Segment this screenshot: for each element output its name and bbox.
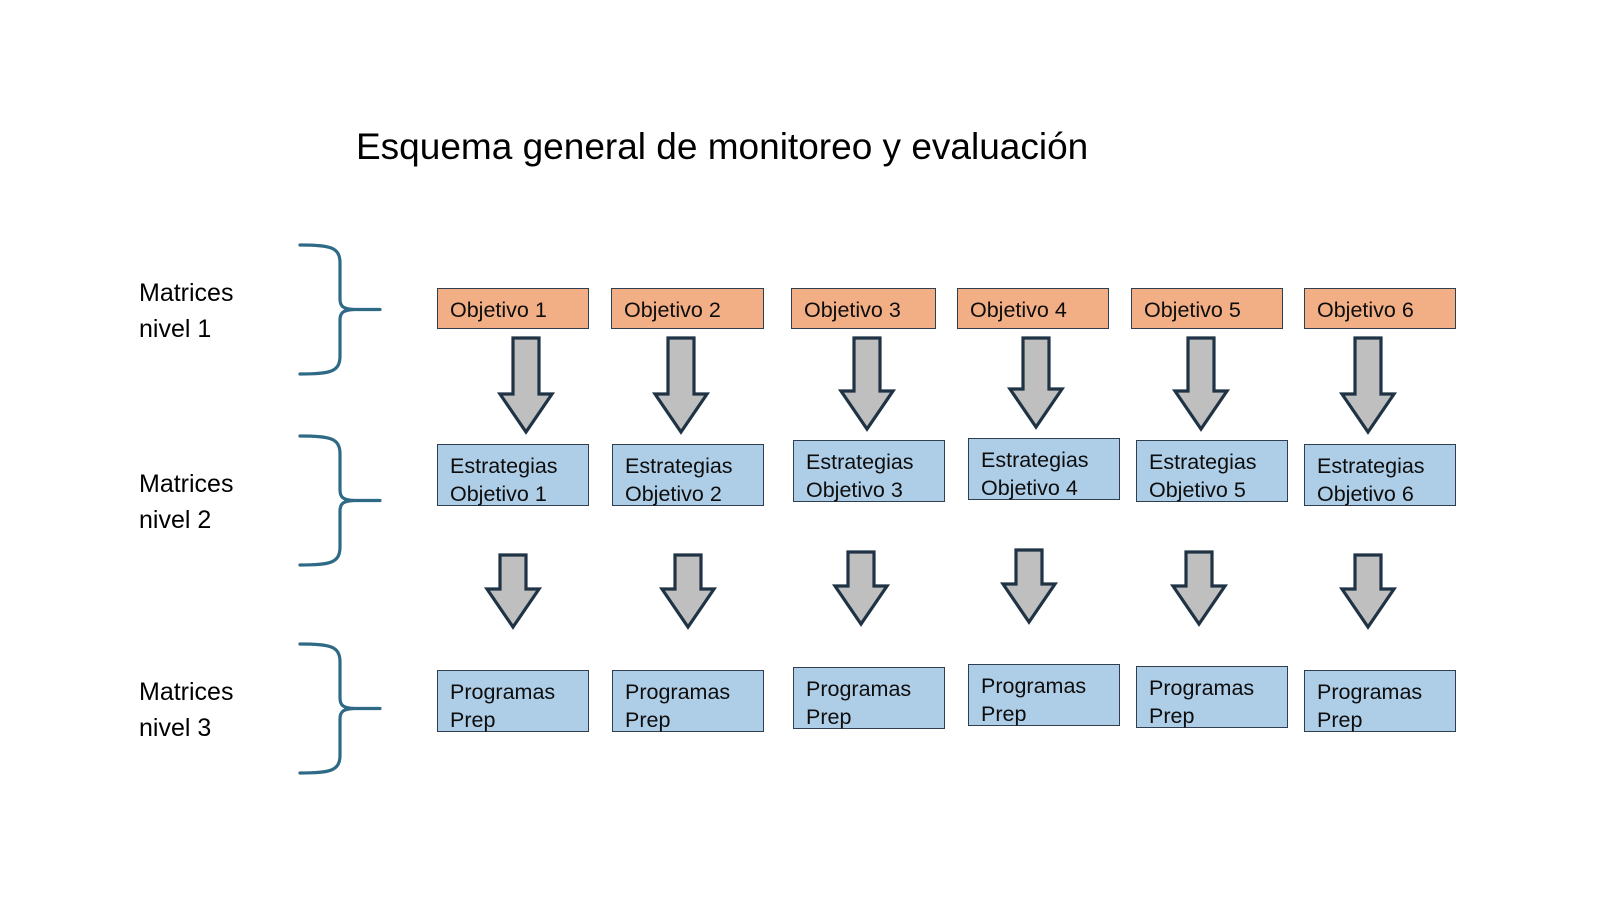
down-arrow-icon bbox=[496, 336, 556, 435]
node-label: Estrategias Objetivo 5 bbox=[1149, 450, 1257, 503]
node-programas-prep-6[interactable]: Programas Prep bbox=[1304, 670, 1456, 732]
node-label: Estrategias Objetivo 2 bbox=[625, 454, 733, 507]
node-label: Objetivo 6 bbox=[1317, 298, 1414, 322]
down-arrow-icon bbox=[1006, 336, 1066, 430]
node-objetivo-1[interactable]: Objetivo 1 bbox=[437, 288, 589, 329]
node-label: Objetivo 4 bbox=[970, 298, 1067, 322]
node-estrategias-objetivo-5[interactable]: Estrategias Objetivo 5 bbox=[1136, 440, 1288, 502]
curly-brace-icon-level-3 bbox=[296, 642, 382, 775]
node-estrategias-objetivo-4[interactable]: Estrategias Objetivo 4 bbox=[968, 438, 1120, 500]
node-programas-prep-3[interactable]: Programas Prep bbox=[793, 667, 945, 729]
node-programas-prep-5[interactable]: Programas Prep bbox=[1136, 666, 1288, 728]
node-objetivo-5[interactable]: Objetivo 5 bbox=[1131, 288, 1283, 329]
down-arrow-icon bbox=[651, 336, 711, 435]
node-estrategias-objetivo-3[interactable]: Estrategias Objetivo 3 bbox=[793, 440, 945, 502]
row-label-matrices-nivel-1: Matrices nivel 1 bbox=[139, 279, 234, 343]
curly-brace-icon-level-2 bbox=[296, 434, 382, 567]
down-arrow-icon bbox=[1338, 336, 1398, 435]
down-arrow-icon bbox=[831, 550, 891, 627]
node-programas-prep-2[interactable]: Programas Prep bbox=[612, 670, 764, 732]
node-label: Estrategias Objetivo 6 bbox=[1317, 454, 1425, 507]
curly-brace-icon-level-1 bbox=[296, 243, 382, 376]
node-objetivo-6[interactable]: Objetivo 6 bbox=[1304, 288, 1456, 329]
node-label: Programas Prep bbox=[806, 677, 912, 730]
node-programas-prep-4[interactable]: Programas Prep bbox=[968, 664, 1120, 726]
node-label: Objetivo 5 bbox=[1144, 298, 1241, 322]
node-label: Objetivo 2 bbox=[624, 298, 721, 322]
row-label-matrices-nivel-2: Matrices nivel 2 bbox=[139, 470, 234, 534]
node-label: Estrategias Objetivo 1 bbox=[450, 454, 558, 507]
node-label: Programas Prep bbox=[981, 674, 1087, 727]
node-objetivo-2[interactable]: Objetivo 2 bbox=[611, 288, 764, 329]
node-objetivo-4[interactable]: Objetivo 4 bbox=[957, 288, 1109, 329]
down-arrow-icon bbox=[1171, 336, 1231, 432]
down-arrow-icon bbox=[483, 553, 543, 630]
down-arrow-icon bbox=[999, 548, 1059, 625]
node-label: Objetivo 1 bbox=[450, 298, 547, 322]
node-label: Programas Prep bbox=[625, 680, 731, 733]
node-estrategias-objetivo-2[interactable]: Estrategias Objetivo 2 bbox=[612, 444, 764, 506]
node-label: Programas Prep bbox=[1317, 680, 1423, 733]
down-arrow-icon bbox=[658, 553, 718, 630]
down-arrow-icon bbox=[1338, 553, 1398, 630]
row-label-matrices-nivel-3: Matrices nivel 3 bbox=[139, 678, 234, 742]
down-arrow-icon bbox=[837, 336, 897, 432]
node-estrategias-objetivo-1[interactable]: Estrategias Objetivo 1 bbox=[437, 444, 589, 506]
node-programas-prep-1[interactable]: Programas Prep bbox=[437, 670, 589, 732]
node-label: Estrategias Objetivo 3 bbox=[806, 450, 914, 503]
node-estrategias-objetivo-6[interactable]: Estrategias Objetivo 6 bbox=[1304, 444, 1456, 506]
node-label: Objetivo 3 bbox=[804, 298, 901, 322]
node-objetivo-3[interactable]: Objetivo 3 bbox=[791, 288, 936, 329]
down-arrow-icon bbox=[1169, 550, 1229, 627]
node-label: Programas Prep bbox=[1149, 676, 1255, 729]
page-title: Esquema general de monitoreo y evaluació… bbox=[356, 126, 1089, 167]
node-label: Programas Prep bbox=[450, 680, 556, 733]
node-label: Estrategias Objetivo 4 bbox=[981, 448, 1089, 501]
